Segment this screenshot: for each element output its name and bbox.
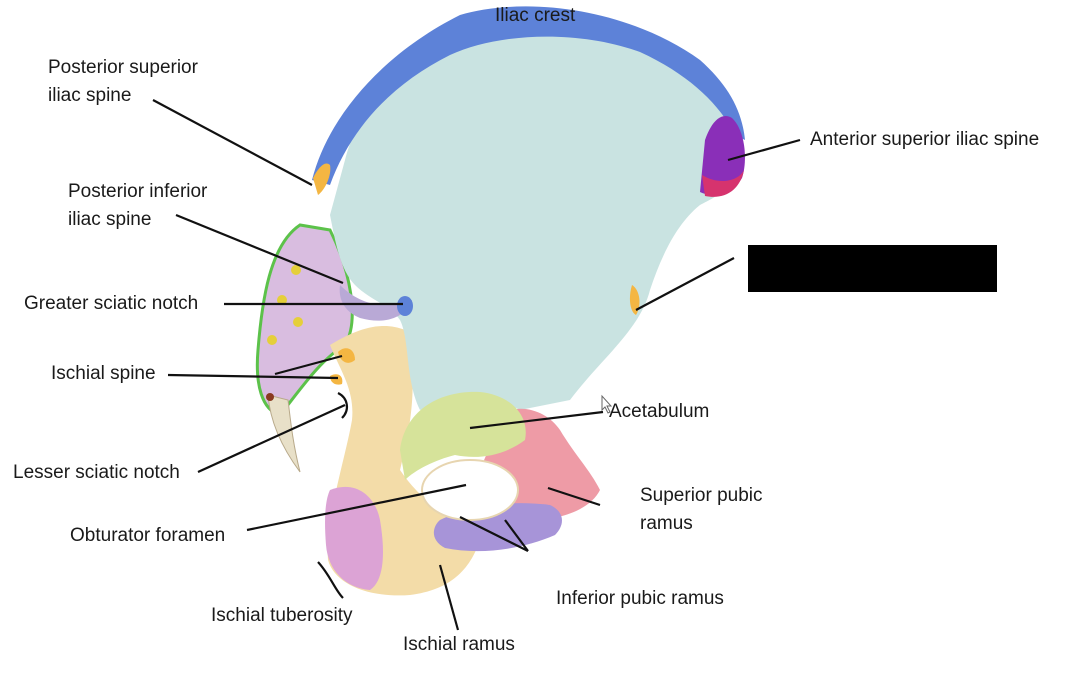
ischial-spine-accent <box>330 374 343 385</box>
posterior-spine-accent <box>313 163 331 195</box>
facet-dot <box>267 335 277 345</box>
label-iliac-crest: Iliac crest <box>495 5 576 26</box>
label-ischial-spine: Ischial spine <box>51 363 156 384</box>
leader-ischial-ramus <box>438 564 460 631</box>
tuberosity-bracket <box>317 561 344 599</box>
leader-asis <box>727 138 801 162</box>
acetabulum-region <box>400 391 526 480</box>
facet-dot <box>277 295 287 305</box>
facet-dot <box>293 317 303 327</box>
ischial-tuberosity-region <box>325 486 383 590</box>
ilium-body <box>330 16 743 410</box>
leader-lesser-notch <box>197 403 346 474</box>
label-piis-line2: iliac spine <box>68 209 152 230</box>
label-psis-line2: iliac spine <box>48 85 132 106</box>
label-psis-line1: Posterior superior <box>48 57 198 78</box>
label-superior-pubic-ramus-line2: ramus <box>640 513 693 534</box>
label-obturator-foramen: Obturator foramen <box>70 525 226 546</box>
label-superior-pubic-ramus-line1: Superior pubic <box>640 485 763 506</box>
asis-tip <box>702 170 744 197</box>
sacral-dot <box>266 393 274 401</box>
leader-obturator <box>246 483 467 532</box>
label-greater-sciatic-notch: Greater sciatic notch <box>24 293 199 314</box>
redacted-label-box <box>748 245 997 292</box>
label-piis-line1: Posterior inferior <box>68 181 208 202</box>
label-acetabulum: Acetabulum <box>609 401 710 422</box>
leader-acetabulum <box>469 410 604 430</box>
iliac-crest-region <box>312 6 745 185</box>
leader-inferior-ramus <box>459 516 529 552</box>
obturator-foramen-hole <box>421 459 519 521</box>
facet-dot <box>291 265 301 275</box>
leader-aiis <box>635 257 735 311</box>
lesser-notch-bracket <box>337 392 348 419</box>
leader-inferior-ramus-b <box>504 519 529 552</box>
notch-blue-dot <box>397 296 413 316</box>
asis-region <box>700 116 745 195</box>
leader-superior-ramus <box>547 486 601 507</box>
mouse-cursor <box>601 394 613 414</box>
leader-ischial-spine-b <box>274 354 343 376</box>
label-anterior-superior-iliac-spine: Anterior superior iliac spine <box>810 129 1040 150</box>
leader-psis <box>152 99 313 186</box>
ischial-spine-accent <box>338 348 355 363</box>
label-inferior-pubic-ramus: Inferior pubic ramus <box>556 588 724 609</box>
label-ischial-tuberosity: Ischial tuberosity <box>211 605 353 626</box>
greater-sciatic-notch-shape <box>339 285 412 321</box>
aiis-accent <box>629 285 640 315</box>
label-ischial-ramus: Ischial ramus <box>403 634 515 655</box>
leader-lines <box>152 99 801 631</box>
leader-ischial-spine-a <box>167 373 339 380</box>
label-lesser-sciatic-notch: Lesser sciatic notch <box>13 462 180 483</box>
leader-piis <box>175 213 344 285</box>
